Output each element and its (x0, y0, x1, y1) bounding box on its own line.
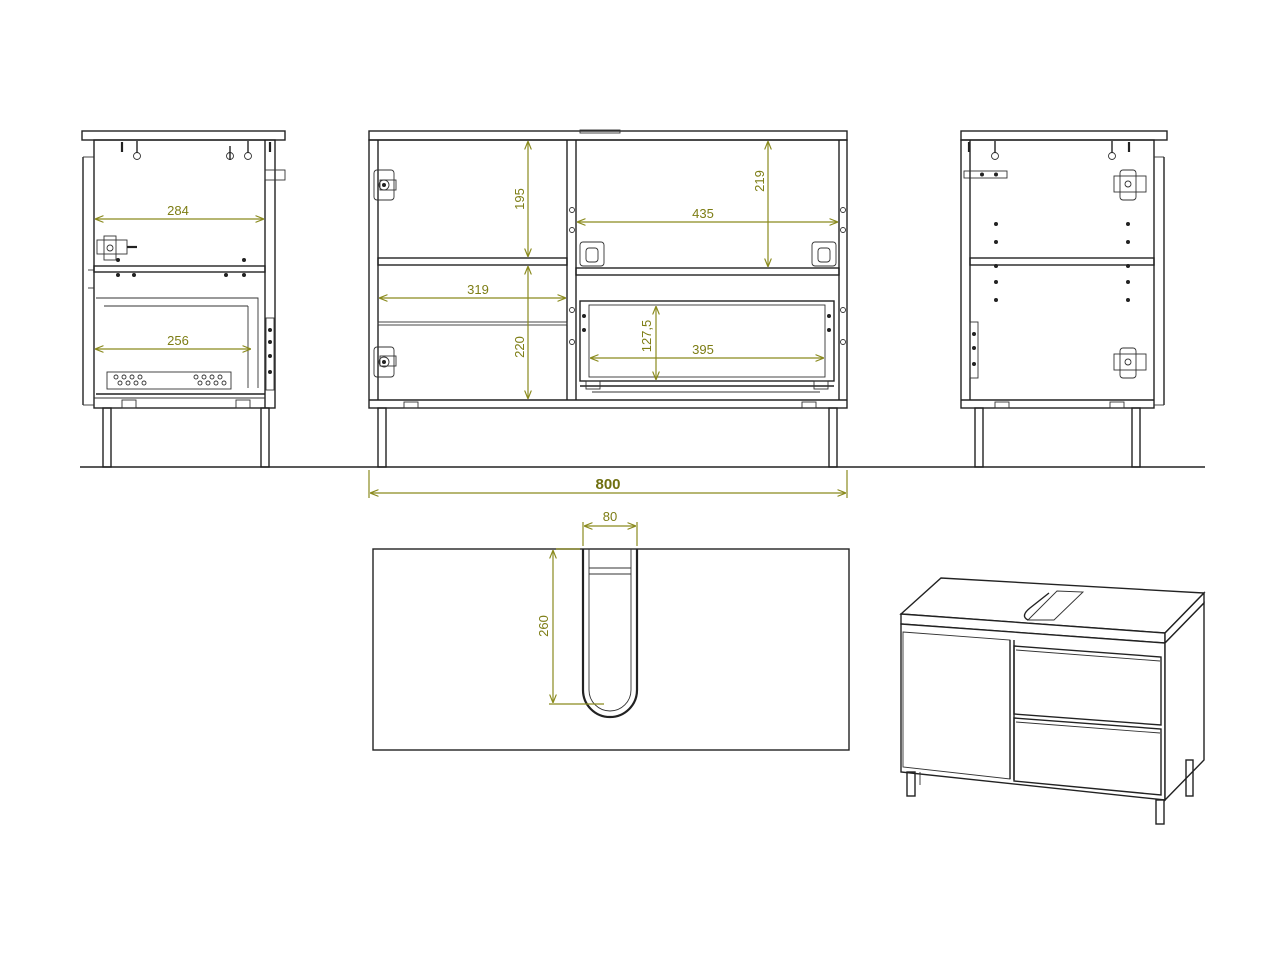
dim-800: 800 (595, 476, 620, 493)
hinge-icon (1113, 347, 1147, 379)
hinge-icon (373, 346, 397, 378)
left-side-view: 284 256 (81, 130, 286, 468)
hinge-icon (1113, 169, 1147, 201)
hinge-icon (373, 169, 397, 201)
dim-435: 435 (692, 206, 714, 221)
dim-395: 395 (692, 342, 714, 357)
dim-127-5: 127,5 (639, 320, 654, 353)
hinge-icon (96, 235, 137, 261)
isometric-view (899, 577, 1206, 825)
dim-284: 284 (167, 203, 189, 218)
dim-260: 260 (536, 615, 551, 637)
drawer-runner-holes (113, 374, 227, 386)
dim-319: 319 (467, 282, 489, 297)
dim-219: 219 (752, 170, 767, 192)
right-side-view (960, 130, 1168, 468)
front-view: 195 220 319 435 219 127,5 395 800 (368, 129, 848, 498)
hanger-hooks (120, 141, 272, 160)
dim-220: 220 (512, 336, 527, 358)
dim-195: 195 (512, 188, 527, 210)
top-view: 80 260 (372, 509, 850, 751)
dim-80: 80 (603, 509, 617, 524)
dim-256: 256 (167, 333, 189, 348)
bracket-icon (579, 241, 837, 267)
